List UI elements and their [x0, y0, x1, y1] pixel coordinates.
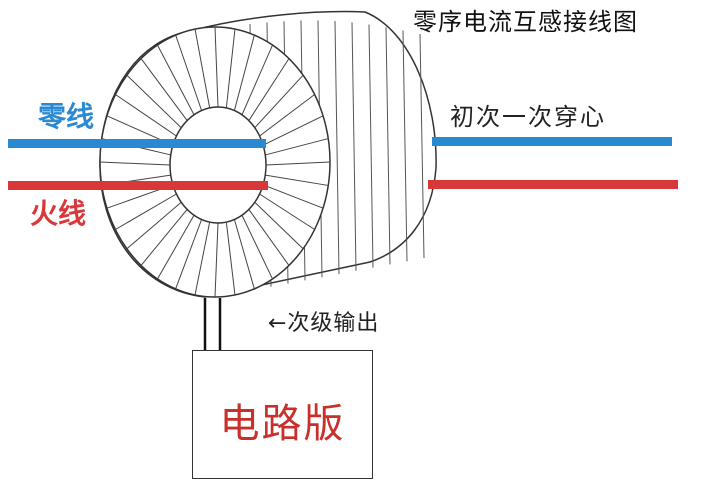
winding-line — [254, 74, 304, 129]
winding-line — [214, 222, 219, 298]
winding-line — [157, 44, 195, 116]
toroid-hole — [169, 106, 267, 224]
winding-line — [225, 28, 236, 108]
toroid-rib — [368, 24, 374, 268]
winding-line — [254, 201, 304, 250]
secondary-leads — [203, 298, 222, 352]
primary-note: 初次一次穿心 — [450, 103, 606, 131]
winding-line — [265, 138, 329, 156]
winding-line — [225, 222, 236, 296]
winding-line — [248, 209, 290, 266]
toroid-rib — [402, 30, 408, 262]
diagram-title: 零序电流互感接线图 — [413, 8, 638, 36]
neutral-wire-label: 零线 — [38, 100, 95, 133]
circuit-board: 电路版 — [192, 350, 373, 479]
winding-line — [259, 193, 315, 230]
winding-line — [115, 193, 177, 230]
winding-line — [157, 214, 195, 280]
winding-line — [214, 26, 219, 108]
winding-line — [262, 115, 324, 146]
toroid-rib — [334, 20, 340, 275]
secondary-output-note: ←次级输出 — [268, 311, 380, 336]
winding-line — [140, 58, 188, 121]
winding-line — [126, 74, 182, 129]
winding-line — [262, 184, 324, 209]
winding-line — [248, 58, 290, 121]
winding-line — [99, 161, 171, 166]
winding-line — [265, 174, 329, 186]
winding-line — [265, 161, 331, 166]
winding-line — [194, 222, 211, 296]
winding-line — [115, 94, 177, 137]
toroid-rib — [385, 27, 391, 265]
live-wire-label: 火线 — [30, 197, 87, 230]
winding-line — [194, 28, 211, 108]
live-wire — [8, 180, 678, 190]
winding-line — [126, 201, 182, 250]
winding-line — [175, 219, 203, 290]
winding-line — [233, 35, 255, 111]
winding-line — [241, 215, 273, 280]
toroid-rib — [419, 33, 425, 259]
neutral-wire — [8, 137, 672, 148]
winding-line — [175, 34, 203, 111]
winding-line — [140, 209, 188, 266]
winding-line — [233, 219, 255, 289]
circuit-board-label: 电路版 — [219, 401, 346, 447]
toroid-rib — [351, 22, 357, 271]
winding-line — [241, 44, 273, 115]
winding-line — [259, 94, 315, 137]
